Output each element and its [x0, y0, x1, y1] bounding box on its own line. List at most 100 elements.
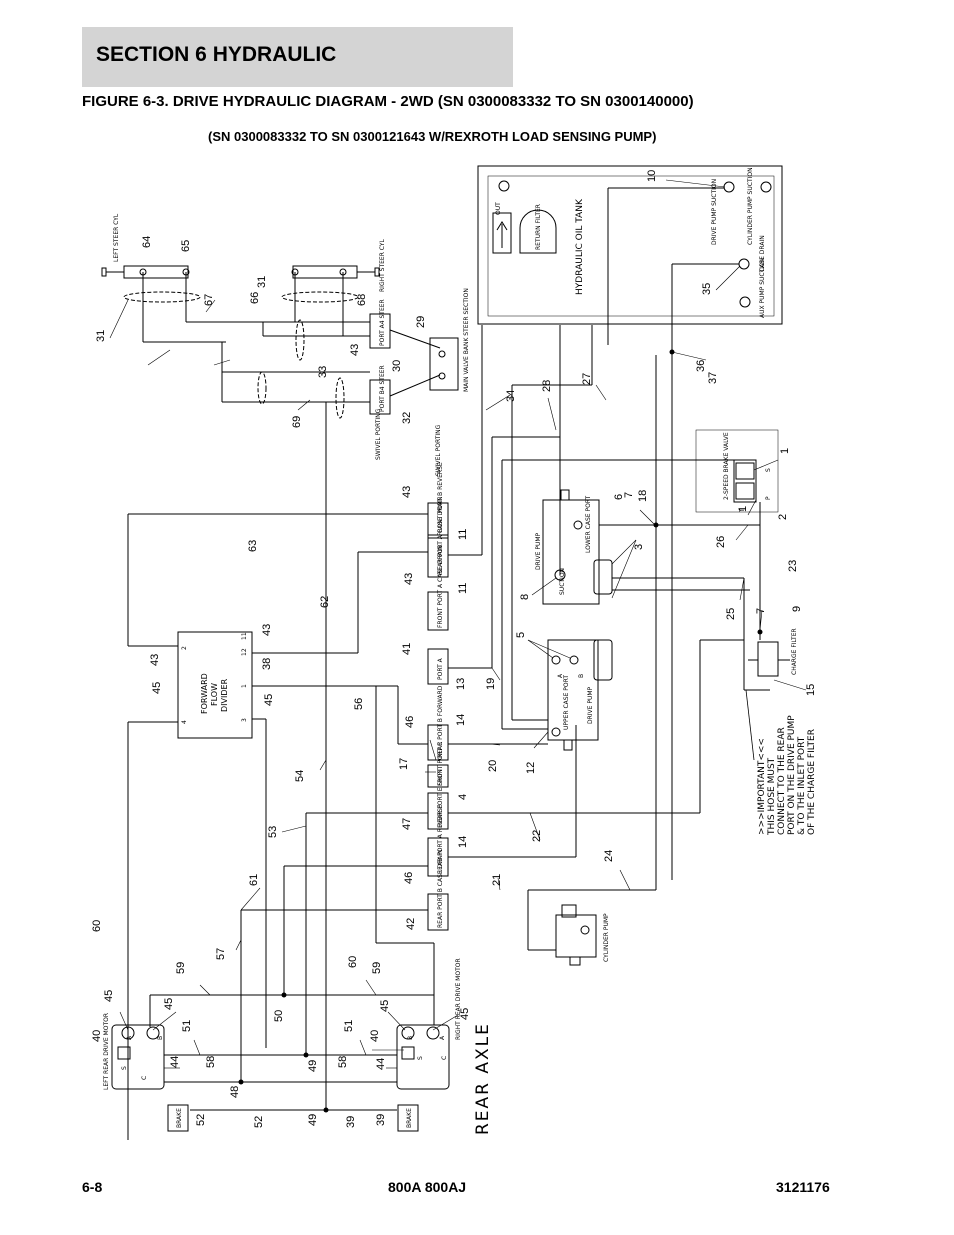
- hose-bundle-left: [123, 291, 201, 303]
- callout-number: 43: [261, 624, 273, 636]
- callout-number: 69: [291, 416, 303, 428]
- port-a: [427, 648, 449, 685]
- section-title: SECTION 6 HYDRAULIC: [96, 43, 337, 66]
- callout-number: 24: [603, 850, 615, 862]
- label-fd-port-2: 2: [181, 646, 188, 650]
- callout-number: 28: [541, 380, 553, 392]
- callout-number: 45: [379, 1000, 391, 1012]
- label-cylinder-pump: CYLINDER PUMP: [603, 913, 610, 962]
- callout-number: 13: [455, 678, 467, 690]
- callout-number: 54: [294, 770, 306, 782]
- callout-number: 46: [403, 872, 415, 884]
- callout-number: 22: [531, 830, 543, 842]
- label-brake-left: BRAKE: [176, 1108, 183, 1128]
- callout-number: 12: [525, 762, 537, 774]
- callout-number: 14: [455, 714, 467, 726]
- callout-number: 39: [375, 1114, 387, 1126]
- callout-number: 14: [457, 836, 469, 848]
- label-swivel-left: SWIVEL PORTING: [375, 408, 382, 460]
- label-port-t: T: [739, 508, 746, 513]
- label-left-steer-cyl: LEFT STEER CYL: [113, 213, 120, 262]
- label-front-port-a-case-drain: FRONT PORT A CASE DRAIN: [437, 545, 444, 628]
- label-return-filter: RETURN FILTER: [535, 204, 542, 250]
- label-fd-port-4: 4: [181, 720, 188, 724]
- rear-port-b-case-drain: [427, 893, 449, 931]
- callout-number: 52: [253, 1116, 265, 1128]
- callout-number: 17: [398, 758, 410, 770]
- rear-port-a-case-drain: [427, 534, 449, 578]
- right-steer-cylinder: [292, 265, 358, 279]
- callout-number: 40: [91, 1030, 103, 1042]
- callout-number: 45: [459, 1008, 471, 1020]
- callout-number: 19: [485, 678, 497, 690]
- callout-number: 50: [273, 1010, 285, 1022]
- callout-number: 43: [401, 486, 413, 498]
- forward-flow-divider: [177, 631, 253, 739]
- front-port-b-reverse: [427, 502, 449, 539]
- label-motor-left-b: B: [157, 1036, 164, 1040]
- label-right-rear-motor: RIGHT REAR DRIVE MOTOR: [455, 958, 462, 1040]
- callout-number: 51: [343, 1020, 355, 1032]
- callout-number: 60: [91, 920, 103, 932]
- callout-number: 21: [491, 874, 503, 886]
- callout-number: 27: [581, 373, 593, 385]
- brake-valve-frame: [695, 429, 779, 513]
- callout-number: 31: [95, 330, 107, 342]
- important-note-2: THIS HOSE MUST: [767, 757, 777, 836]
- callout-number: 26: [715, 536, 727, 548]
- footer-page-number: 6-8: [82, 1179, 103, 1195]
- footer-model: 800A 800AJ: [388, 1179, 467, 1195]
- label-rear-port-b-case-drain: REAR PORT B CASE DRAIN: [437, 849, 444, 928]
- callout-number: 15: [805, 684, 817, 696]
- label-aux-pump-suction: AUX PUMP SUCTION: [759, 258, 766, 318]
- callout-number: 57: [215, 948, 227, 960]
- tank-port-aux-suction: [739, 296, 751, 308]
- cylinder-pump: [555, 914, 597, 958]
- label-left-rear-motor: LEFT REAR DRIVE MOTOR: [103, 1013, 110, 1090]
- label-flow-divider-3: DIVIDER: [220, 678, 229, 712]
- callout-number: 43: [403, 573, 415, 585]
- callout-number: 60: [347, 956, 359, 968]
- port-b4-steer: [369, 379, 391, 415]
- callout-number: 20: [487, 760, 499, 772]
- charge-filter: [757, 641, 779, 677]
- brake-right: [397, 1104, 419, 1132]
- label-main-valve-bank: MAIN VALVE BANK STEER SECTION: [463, 288, 470, 392]
- callout-number: 9: [791, 606, 803, 612]
- callout-number: 45: [163, 998, 175, 1010]
- main-valve-steer-section: [429, 337, 459, 391]
- label-port-b4: PORT B4 STEER: [379, 365, 386, 412]
- callout-number: 61: [248, 874, 260, 886]
- callout-number: 59: [371, 962, 383, 974]
- callout-number: 23: [787, 560, 799, 572]
- label-rear-axle: REAR AXLE: [473, 1022, 493, 1135]
- callout-number: 45: [263, 694, 275, 706]
- callout-number: 5: [515, 632, 527, 638]
- label-brake-right: BRAKE: [406, 1108, 413, 1128]
- callout-number: 39: [345, 1116, 357, 1128]
- label-lower-case-port: LOWER CASE PORT: [585, 495, 592, 553]
- section-header-bar: SECTION 6 HYDRAULIC: [82, 27, 513, 87]
- label-flow-divider-2: FLOW: [210, 683, 219, 706]
- callout-number: 67: [203, 294, 215, 306]
- callout-number: 52: [195, 1114, 207, 1126]
- label-rear-port-a-case-drain: REAR PORT A CASE DRAIN: [437, 496, 444, 575]
- callout-number: 25: [725, 608, 737, 620]
- label-swivel-right: SWIVEL PORTING: [435, 424, 442, 476]
- tank-port-case-drain: [738, 258, 750, 270]
- brake-left: [167, 1104, 189, 1132]
- label-fd-port-11: 11: [241, 632, 248, 640]
- callout-number: 18: [637, 490, 649, 502]
- callout-number: 53: [267, 826, 279, 838]
- label-motor-right-a: A: [439, 1035, 446, 1040]
- label-drive-pump-upper: DRIVE PUMP: [535, 532, 542, 570]
- label-rear-port-a-reverse: REAR PORT A REVERSE: [437, 804, 444, 874]
- callout-number: 62: [319, 596, 331, 608]
- label-port-b-letter: B: [578, 674, 585, 678]
- figure-subtitle: (SN 0300083332 TO SN 0300121643 W/REXROT…: [208, 129, 657, 144]
- callout-number: 44: [375, 1058, 387, 1070]
- label-suction: SUCTION: [559, 568, 566, 595]
- drive-pump-lower: [547, 639, 599, 741]
- callout-number: 66: [249, 292, 261, 304]
- callout-number: 58: [337, 1056, 349, 1068]
